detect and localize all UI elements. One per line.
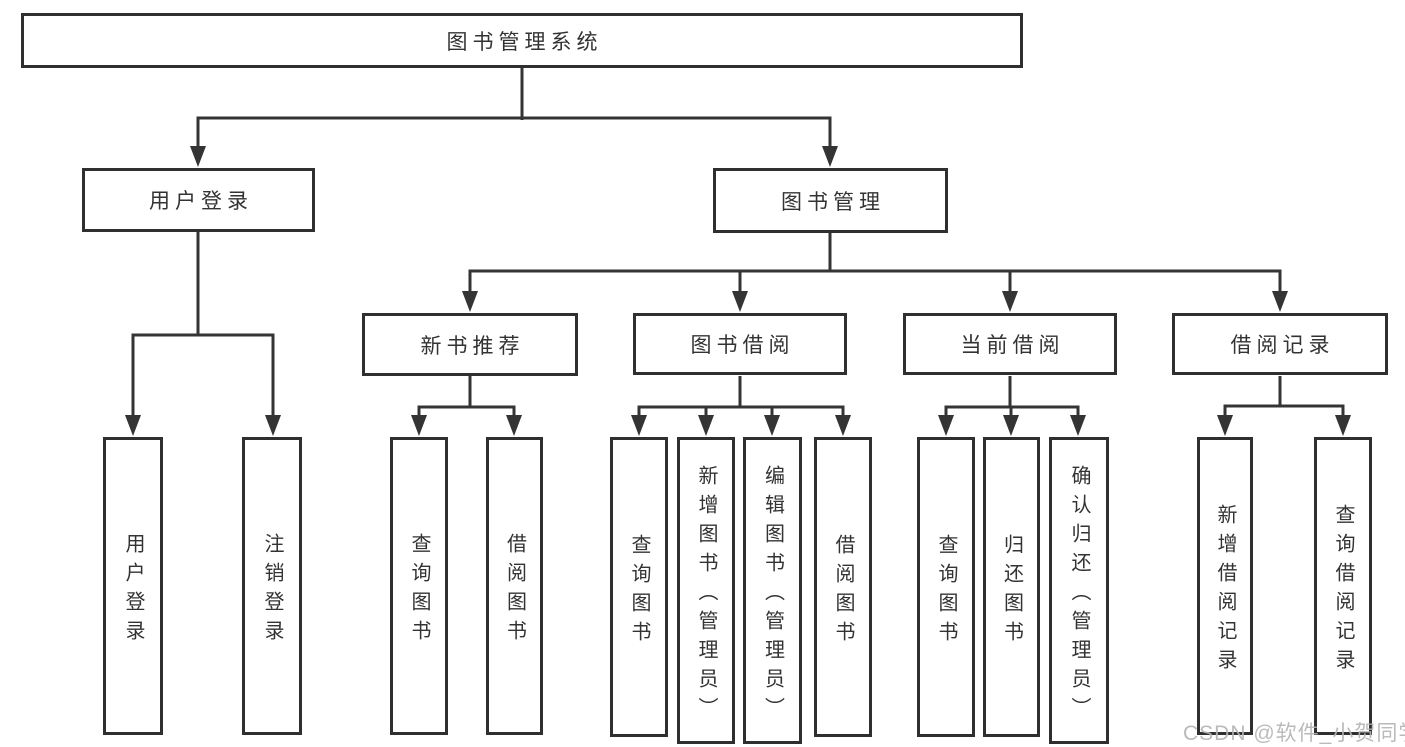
node-root-label: 图书管理系统 [446, 30, 603, 54]
node-user-login: 用户登录 [82, 168, 315, 232]
leaf-return-book-label: 归还图书 [1000, 533, 1023, 650]
leaf-borrow-book-borrowing: 借阅图书 [814, 437, 872, 737]
leaf-query-borrow-record: 查询借阅记录 [1314, 437, 1372, 735]
leaf-query-book-recommend: 查询图书 [390, 437, 448, 735]
leaf-query-book-current-label: 查询图书 [935, 533, 957, 650]
leaf-query-borrow-record-label: 查询借阅记录 [1332, 503, 1354, 678]
leaf-borrow-book-recommend: 借阅图书 [486, 437, 543, 735]
node-book-management-label: 图书管理 [781, 190, 885, 214]
leaf-query-book-recommend-label: 查询图书 [408, 532, 430, 649]
leaf-confirm-return-admin-label: 确认归还（管理员） [1068, 464, 1090, 726]
leaf-add-borrow-record: 新增借阅记录 [1197, 437, 1253, 735]
leaf-borrow-book-recommend-label: 借阅图书 [503, 532, 526, 649]
leaf-edit-book-admin: 编辑图书（管理员） [743, 437, 802, 744]
node-borrowing-records: 借阅记录 [1172, 313, 1388, 375]
leaf-query-book-current: 查询图书 [917, 437, 975, 737]
leaf-return-book: 归还图书 [983, 437, 1040, 737]
leaf-add-book-admin: 新增图书（管理员） [677, 437, 735, 744]
tree-edges [131, 68, 1345, 422]
leaf-edit-book-admin-label: 编辑图书（管理员） [761, 464, 784, 726]
node-new-book-recommend: 新书推荐 [362, 313, 578, 376]
node-current-borrowing: 当前借阅 [903, 313, 1117, 375]
leaf-confirm-return-admin: 确认归还（管理员） [1049, 437, 1109, 744]
leaf-logout: 注销登录 [242, 437, 302, 735]
leaf-query-book-borrowing: 查询图书 [610, 437, 668, 737]
node-book-management: 图书管理 [713, 168, 948, 233]
leaf-user-login-label: 用户登录 [122, 532, 144, 649]
leaf-user-login: 用户登录 [103, 437, 163, 735]
csdn-watermark: CSDN @软件_小贺同学 [1183, 722, 1405, 745]
node-new-book-recommend-label: 新书推荐 [420, 334, 525, 358]
node-borrowing-records-label: 借阅记录 [1230, 334, 1335, 357]
leaf-add-book-admin-label: 新增图书（管理员） [695, 464, 717, 726]
arrowheads [125, 146, 1351, 436]
leaf-borrow-book-borrowing-label: 借阅图书 [832, 533, 854, 650]
leaf-query-book-borrowing-label: 查询图书 [628, 533, 650, 650]
node-root: 图书管理系统 [21, 13, 1023, 68]
node-current-borrowing-label: 当前借阅 [960, 334, 1065, 357]
node-book-borrowing-label: 图书借阅 [690, 334, 795, 357]
node-user-login-label: 用户登录 [149, 190, 253, 213]
leaf-add-borrow-record-label: 新增借阅记录 [1214, 503, 1236, 678]
leaf-logout-label: 注销登录 [261, 532, 283, 649]
node-book-borrowing: 图书借阅 [633, 313, 847, 375]
